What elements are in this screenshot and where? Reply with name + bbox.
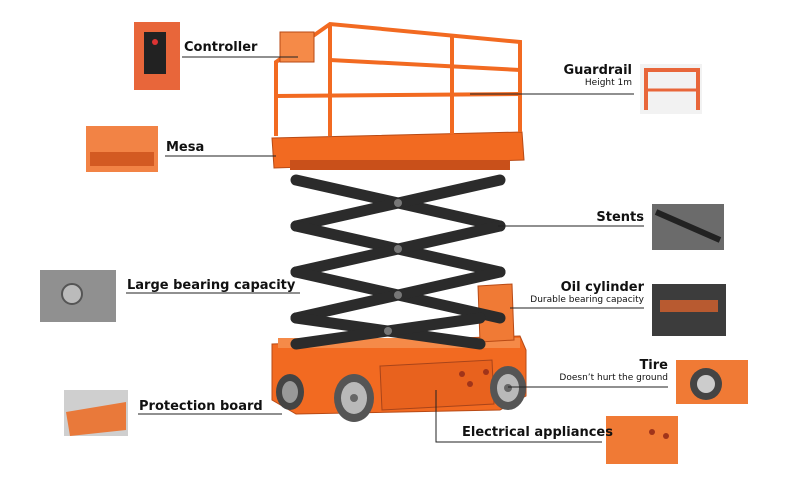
thumbnail-electrical: [606, 416, 678, 464]
callout-guardrail-sub: Height 1m: [584, 78, 632, 88]
callout-protection-board-title: Protection board: [139, 399, 263, 414]
scissor-pins: [384, 199, 402, 335]
deck: [271, 131, 525, 169]
thumbnail-stents: [652, 204, 724, 250]
callout-stents-title: Stents: [596, 210, 644, 225]
leader-electrical: [435, 390, 602, 443]
thumbnail-guardrail: [640, 64, 702, 114]
thumbnail-oil-cylinder: [652, 284, 726, 336]
callout-electrical: Electrical appliances: [462, 425, 613, 440]
scissor-lift: [271, 21, 527, 422]
callout-tire: Tire Doesn’t hurt the ground: [559, 358, 668, 384]
thumbnail-large-bearing: [40, 270, 116, 322]
front-left-wheel: [334, 374, 374, 422]
front-right-wheel: [490, 366, 526, 410]
callout-oil-cylinder-sub: Durable bearing capacity: [530, 295, 644, 305]
callout-large-bearing: Large bearing capacity: [127, 278, 295, 293]
callout-controller-title: Controller: [184, 40, 258, 55]
panel-dot-2: [467, 381, 473, 387]
base-front-panel: [379, 359, 495, 411]
panel-dot-3: [483, 369, 489, 375]
callout-oil-cylinder-title: Oil cylinder: [560, 280, 644, 295]
thumbnail-mesa: [86, 126, 158, 172]
callout-tire-title: Tire: [639, 358, 668, 373]
callout-oil-cylinder: Oil cylinder Durable bearing capacity: [530, 280, 644, 306]
thumbnail-tire: [676, 360, 748, 404]
callout-electrical-title: Electrical appliances: [462, 425, 613, 440]
panel-dot-1: [459, 371, 465, 377]
base-top: [278, 338, 520, 348]
thumbnail-protection-board: [64, 390, 128, 436]
rear-wheel: [276, 374, 304, 410]
callout-tire-sub: Doesn’t hurt the ground: [559, 373, 668, 383]
leader-lines: [126, 56, 668, 443]
callout-mesa: Mesa: [166, 140, 204, 155]
thumbnail-controller: [134, 22, 180, 90]
callout-guardrail: Guardrail Height 1m: [563, 63, 632, 89]
callout-guardrail-title: Guardrail: [563, 63, 632, 78]
callout-large-bearing-title: Large bearing capacity: [127, 278, 296, 293]
callout-mesa-title: Mesa: [166, 140, 205, 155]
deck-shadow: [290, 160, 510, 170]
callout-protection-board: Protection board: [139, 399, 263, 414]
callout-stents: Stents: [596, 210, 644, 225]
callout-controller: Controller: [184, 40, 257, 55]
